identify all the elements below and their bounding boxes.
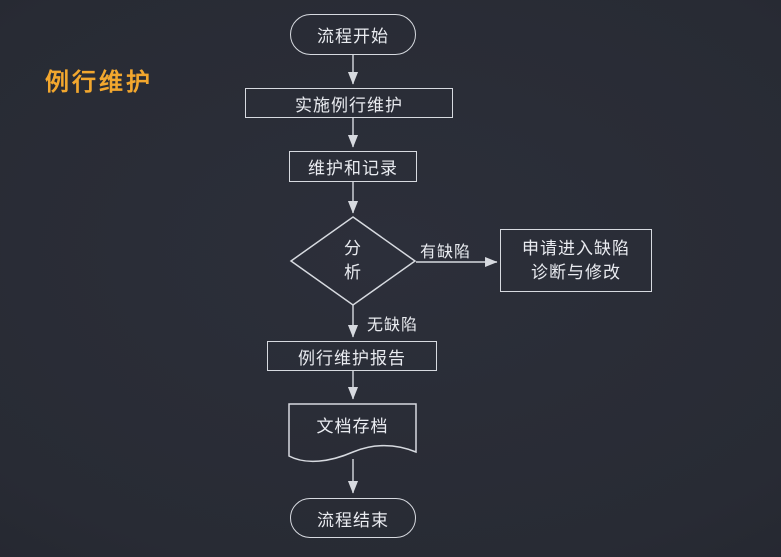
node-defect-request: 申请进入缺陷 诊断与修改	[500, 229, 652, 292]
node-analysis-label: 分 析	[344, 239, 362, 282]
label-no-defect: 无缺陷	[367, 317, 419, 334]
node-report: 例行维护报告	[267, 341, 437, 371]
node-end-label: 流程结束	[317, 510, 389, 530]
node-report-label: 例行维护报告	[298, 348, 406, 368]
node-implement-label: 实施例行维护	[295, 95, 403, 115]
analysis-decision-shape	[289, 216, 417, 306]
node-maintenance-record: 维护和记录	[289, 151, 417, 182]
document-archive-shape	[288, 403, 417, 463]
node-analysis-decision: 分 析	[323, 229, 383, 293]
node-start-label: 流程开始	[317, 27, 389, 46]
node-archive-label: 文档存档	[316, 416, 389, 436]
label-has-defect: 有缺陷	[420, 244, 472, 261]
node-document-archive: 文档存档	[289, 406, 416, 442]
node-defect-request-label: 申请进入缺陷 诊断与修改	[522, 238, 630, 282]
node-start: 流程开始	[290, 14, 416, 55]
node-record-label: 维护和记录	[308, 159, 398, 178]
page-title: 例行维护	[45, 69, 153, 96]
node-end: 流程结束	[290, 498, 416, 538]
node-implement-maintenance: 实施例行维护	[245, 88, 453, 118]
